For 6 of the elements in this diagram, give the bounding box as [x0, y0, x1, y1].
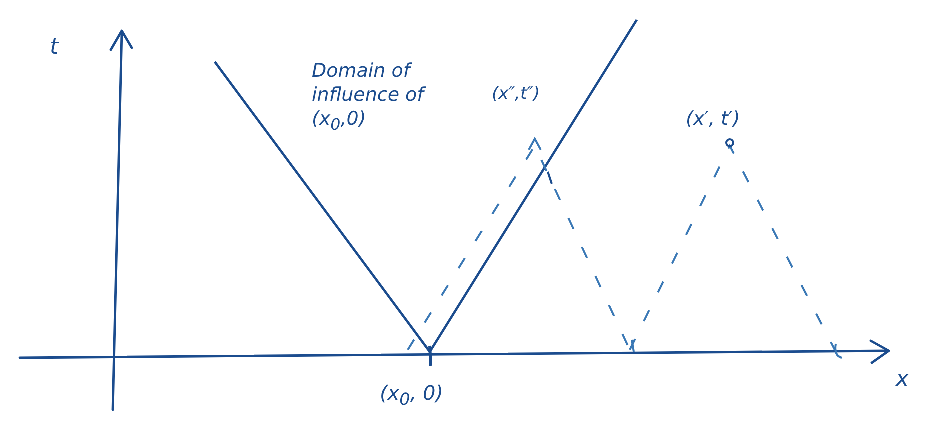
axis-label: t: [50, 34, 59, 62]
point-label: (x′, t′): [686, 108, 740, 132]
point-label: (x″,t″): [492, 84, 540, 106]
annotation-text: Domain of influence of (x$_{0}$,0): [312, 60, 440, 134]
axis-label: x: [896, 366, 910, 394]
point-label: (x$_{0}$, 0): [380, 381, 444, 411]
